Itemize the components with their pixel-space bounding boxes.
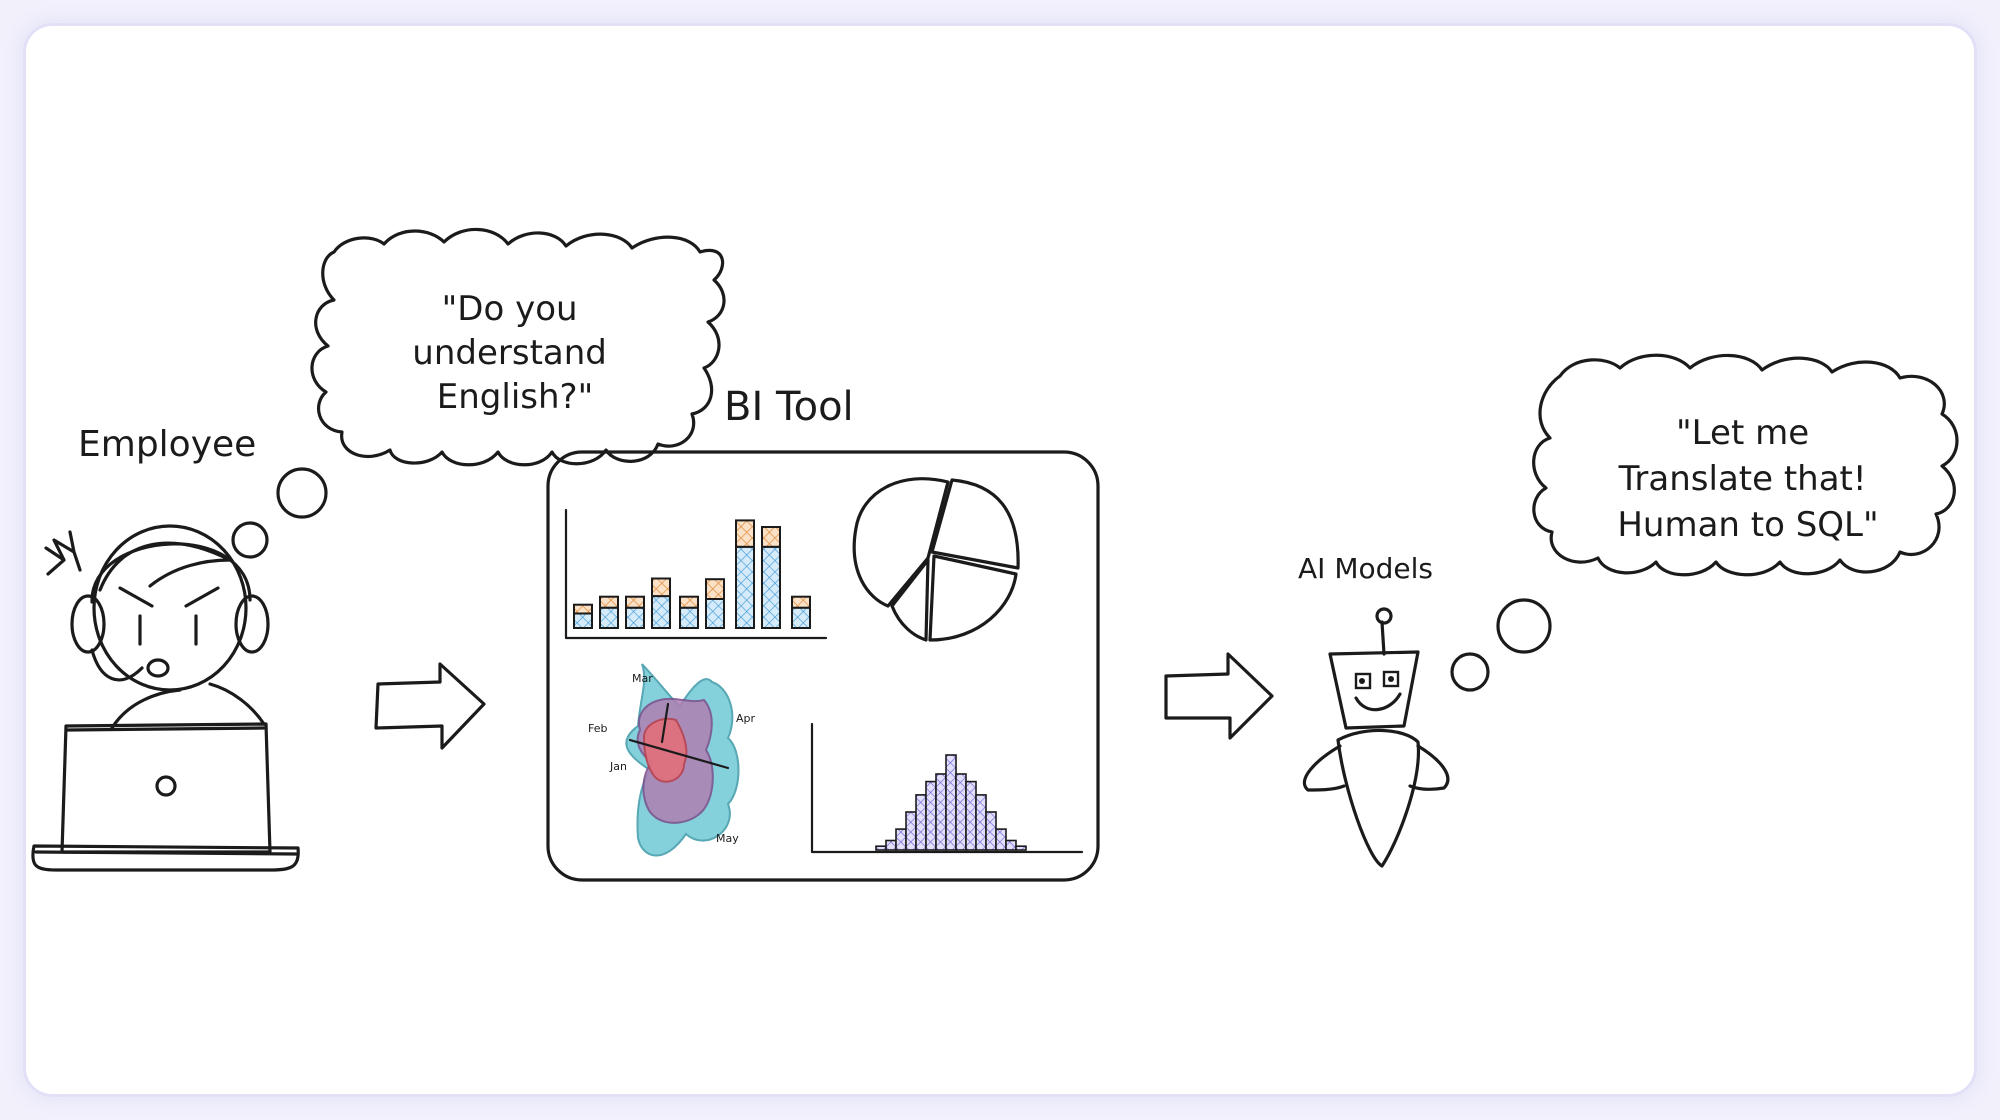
histogram-chart bbox=[810, 722, 1084, 854]
bar-lower-1 bbox=[599, 606, 619, 630]
radar-label-mar: Mar bbox=[632, 672, 653, 685]
histogram-bin-1 bbox=[885, 839, 897, 851]
radar-label-apr: Apr bbox=[736, 712, 756, 725]
canvas-frame bbox=[26, 26, 1974, 1094]
histogram-bin-14 bbox=[1015, 845, 1027, 851]
bi-tool-panel bbox=[546, 450, 1100, 882]
employee-bubble-line-3: English?" bbox=[437, 377, 593, 417]
bar-upper-4 bbox=[679, 595, 699, 609]
histogram-bin-10 bbox=[975, 794, 987, 851]
radar-label-feb: Feb bbox=[588, 722, 607, 735]
bi-tool-label: BI Tool bbox=[724, 384, 854, 430]
histogram-bin-3 bbox=[905, 811, 917, 851]
ai-models-label: AI Models bbox=[1298, 552, 1433, 585]
histogram-bin-9 bbox=[965, 780, 977, 851]
radar-label-jan: Jan bbox=[609, 760, 627, 773]
bar-upper-8 bbox=[791, 595, 811, 609]
laptop-icon bbox=[31, 722, 300, 872]
pie-chart bbox=[852, 477, 1020, 642]
ai-bubble-line-2: Translate that! bbox=[1618, 459, 1867, 499]
histogram-bin-4 bbox=[915, 794, 927, 851]
bar-lower-3 bbox=[651, 595, 671, 629]
bar-lower-2 bbox=[625, 606, 645, 630]
histogram-bin-7 bbox=[945, 754, 957, 851]
employee-bubble-line-1: "Do you bbox=[442, 289, 578, 329]
radar-label-may: May bbox=[716, 832, 739, 845]
histogram-bin-6 bbox=[935, 773, 947, 851]
ai-thought-bubble: "Let me Translate that! Human to SQL" bbox=[1532, 353, 1959, 577]
bar-lower-6 bbox=[735, 545, 755, 629]
ai-bubble-line-1: "Let me bbox=[1676, 413, 1809, 453]
bar-upper-1 bbox=[599, 595, 619, 609]
stacked-bar-chart bbox=[564, 508, 828, 640]
histogram-bin-8 bbox=[955, 773, 967, 851]
employee-bubble-text: "Do you understand English?" bbox=[412, 289, 617, 417]
bar-upper-7 bbox=[761, 526, 781, 548]
angry-headset-person-icon bbox=[70, 524, 270, 730]
bar-lower-8 bbox=[791, 606, 811, 630]
bar-lower-7 bbox=[761, 545, 781, 629]
bar-lower-0 bbox=[573, 612, 593, 629]
bar-lower-4 bbox=[679, 606, 699, 630]
histogram-bin-12 bbox=[995, 828, 1007, 851]
employee-label: Employee bbox=[78, 424, 256, 465]
polar-area-chart: Mar Apr Feb Jan May bbox=[588, 663, 756, 857]
employee-bubble-line-2: understand bbox=[412, 333, 607, 373]
bar-upper-0 bbox=[573, 603, 593, 615]
ai-thought-dots bbox=[1450, 598, 1552, 692]
ai-bubble-text: "Let me Translate that! Human to SQL" bbox=[1617, 413, 1878, 545]
hatched-right-arrow-icon bbox=[374, 662, 486, 750]
employee-thought-dots bbox=[231, 467, 328, 559]
anger-mark-icon bbox=[44, 530, 82, 576]
bar-upper-2 bbox=[625, 595, 645, 609]
ai-bubble-line-3: Human to SQL" bbox=[1617, 505, 1878, 545]
robot-icon bbox=[1302, 607, 1450, 868]
bar-lower-5 bbox=[705, 598, 725, 629]
histogram-bin-11 bbox=[985, 811, 997, 851]
histogram-bin-0 bbox=[875, 845, 887, 851]
bar-upper-6 bbox=[735, 519, 755, 548]
histogram-bin-13 bbox=[1005, 839, 1017, 851]
bar-upper-3 bbox=[651, 577, 671, 598]
histogram-bin-5 bbox=[925, 780, 937, 851]
bar-upper-5 bbox=[705, 578, 725, 601]
employee-thought-bubble: "Do you understand English?" bbox=[310, 227, 726, 467]
histogram-bin-2 bbox=[895, 828, 907, 851]
hatched-right-arrow-icon-2 bbox=[1164, 652, 1274, 740]
